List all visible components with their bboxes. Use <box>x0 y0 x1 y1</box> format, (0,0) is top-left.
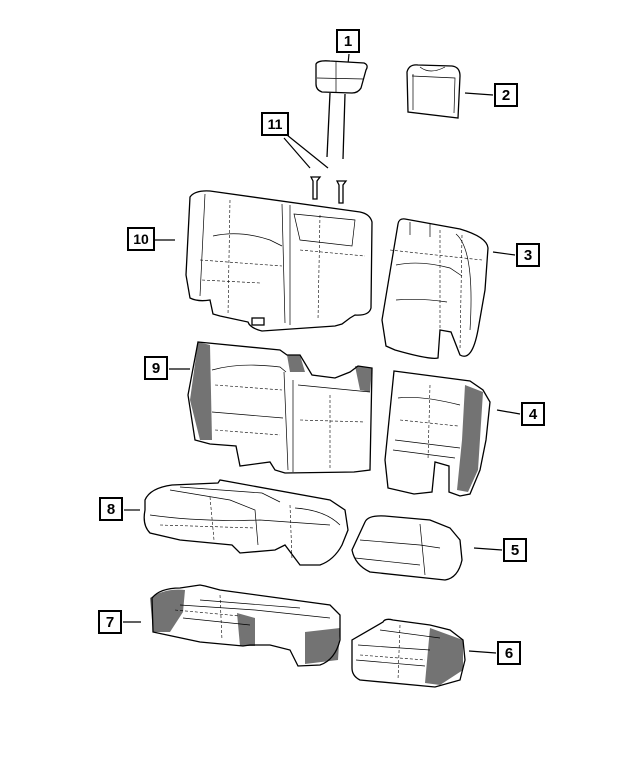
leader-lines <box>123 53 521 654</box>
headrest-illustration <box>315 60 368 160</box>
callout-6[interactable]: 6 <box>497 641 521 665</box>
seat-cushion-pad-right-illustration <box>351 618 466 688</box>
callout-1[interactable]: 1 <box>336 29 360 53</box>
headrest-cover-illustration <box>406 64 461 119</box>
seat-back-cover-left-illustration <box>185 190 373 332</box>
callout-5[interactable]: 5 <box>503 538 527 562</box>
callout-8[interactable]: 8 <box>99 497 123 521</box>
callout-7[interactable]: 7 <box>98 610 122 634</box>
guide-sleeves-illustration <box>309 176 348 204</box>
callout-4[interactable]: 4 <box>521 402 545 426</box>
seat-cushion-pad-left-illustration <box>150 584 341 667</box>
seat-back-pad-left-illustration <box>187 341 373 474</box>
callout-11[interactable]: 11 <box>261 112 289 136</box>
callout-3[interactable]: 3 <box>516 243 540 267</box>
seat-back-pad-right-illustration <box>384 370 491 497</box>
callout-10[interactable]: 10 <box>127 227 155 251</box>
seat-cushion-cover-left-illustration <box>143 479 349 566</box>
seat-cushion-cover-right-illustration <box>351 515 463 581</box>
callout-2[interactable]: 2 <box>494 83 518 107</box>
callout-9[interactable]: 9 <box>144 356 168 380</box>
seat-back-cover-right-illustration <box>381 218 489 359</box>
